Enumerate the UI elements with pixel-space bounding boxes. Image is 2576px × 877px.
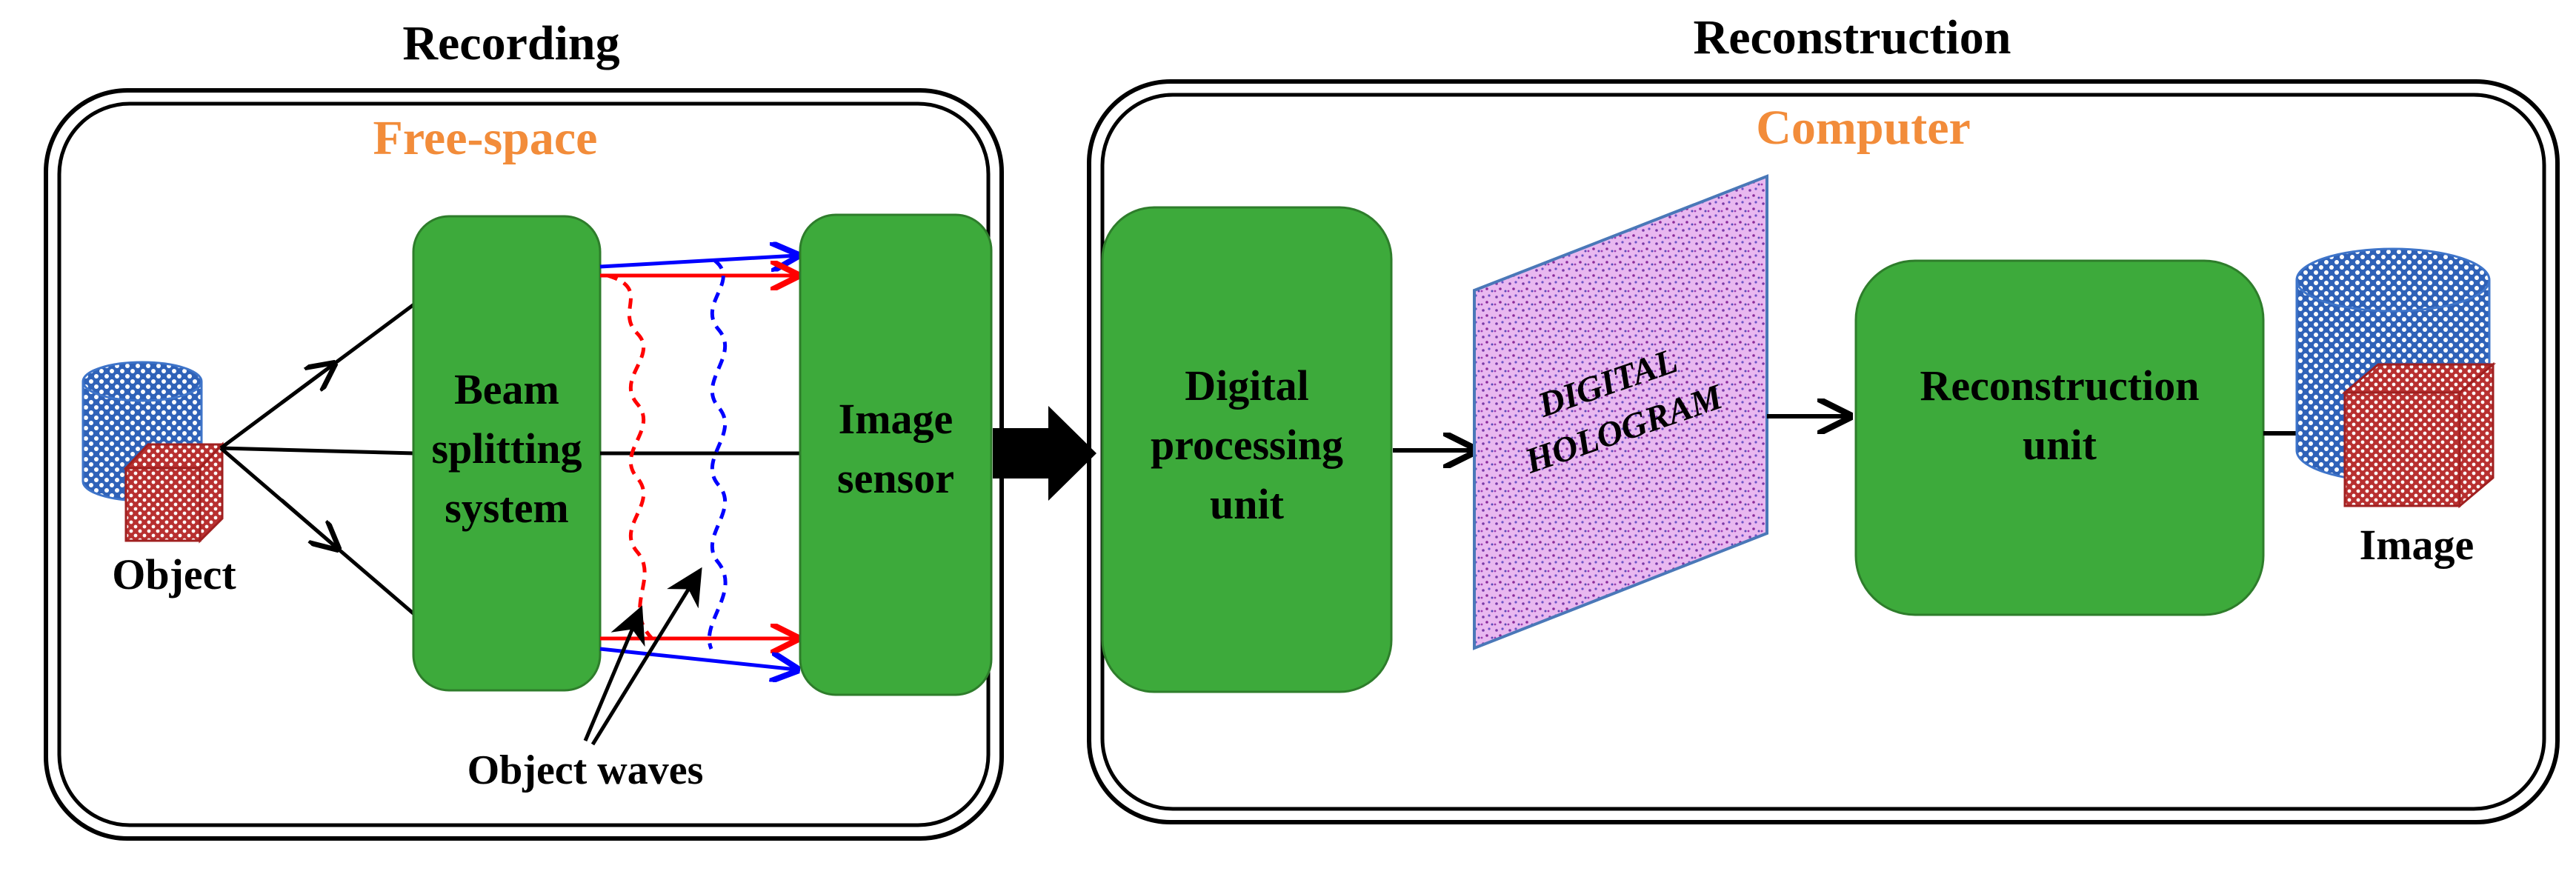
beam-splitter-line-3: system	[445, 484, 569, 532]
image-sensor-line-1: Image	[839, 395, 953, 443]
object-rays	[219, 301, 416, 616]
digital-hologram: DIGITAL HOLOGRAM	[1473, 174, 1768, 650]
image-icon	[2295, 247, 2497, 509]
reconstruction-unit-line-1: Reconstruction	[1920, 361, 2200, 410]
object-label: Object	[112, 550, 236, 598]
waves-pointer-arrows	[583, 567, 702, 746]
object-cube	[123, 441, 225, 544]
image-sensor-line-2: sensor	[837, 454, 954, 502]
beam-splitter-line-2: splitting	[431, 424, 582, 473]
beam-splitter-line-1: Beam	[454, 365, 559, 413]
free-space-label: Free-space	[373, 111, 598, 165]
reconstruction-unit-block: Reconstruction unit	[1854, 259, 2265, 616]
reconstruction-heading: Reconstruction	[1694, 10, 2011, 64]
object-waves-label: Object waves	[467, 747, 704, 793]
digital-processing-line-3: unit	[1210, 480, 1285, 528]
digital-processing-line-1: Digital	[1185, 361, 1309, 410]
image-label: Image	[2360, 521, 2475, 569]
image-cube	[2341, 361, 2497, 509]
digital-processing-block: Digital processing unit	[1101, 206, 1393, 693]
digital-processing-line-2: processing	[1151, 421, 1343, 469]
beam-splitter-block: Beam splitting system	[412, 215, 602, 692]
transfer-arrow	[993, 406, 1096, 501]
object-icon	[81, 361, 225, 544]
computer-label: Computer	[1756, 101, 1971, 155]
object-waves	[607, 259, 728, 650]
reconstruction-unit-line-2: unit	[2023, 421, 2097, 469]
recording-heading: Recording	[402, 16, 619, 70]
image-sensor-block: Image sensor	[799, 213, 993, 696]
